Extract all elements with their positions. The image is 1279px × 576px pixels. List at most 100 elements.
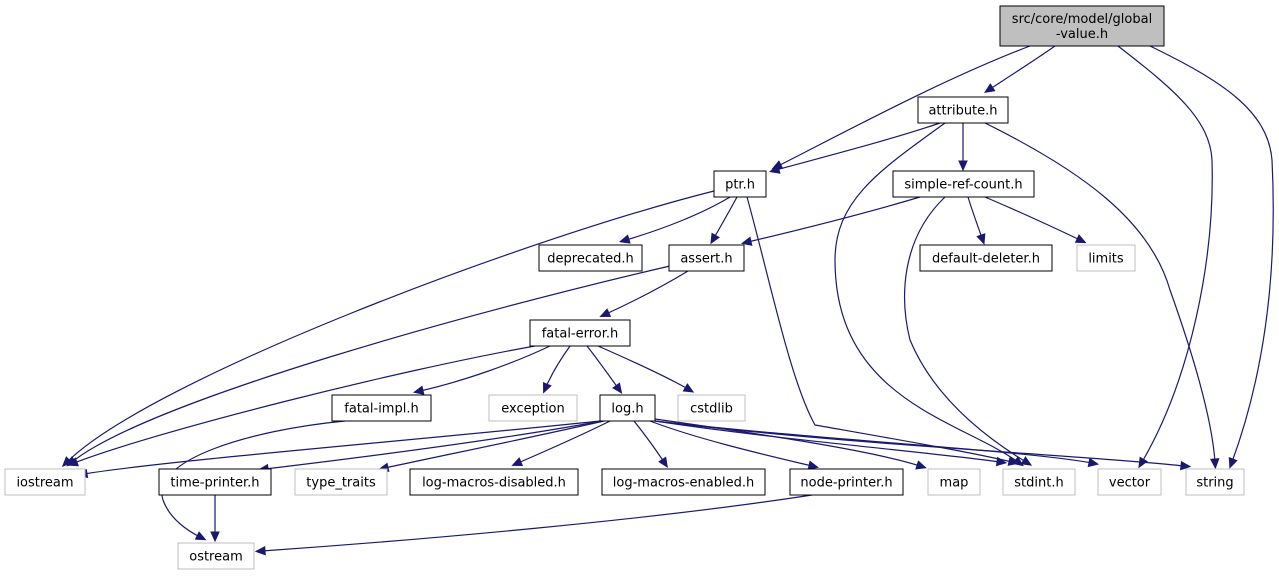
arrowhead-simple-ref-count-to-default-deleter: [976, 233, 986, 245]
node-stdint: stdint.h: [1002, 468, 1076, 496]
node-label: attribute.h: [928, 104, 997, 119]
edge-global-value-to-attribute: [989, 45, 1056, 90]
node-label: exception: [501, 402, 565, 417]
node-label: default-deleter.h: [932, 252, 1040, 267]
edge-global-value-to-vector: [1117, 45, 1213, 463]
edge-log-to-log-macros-disabled: [517, 420, 611, 464]
node-string: string: [1185, 468, 1245, 496]
node-fatal-error[interactable]: fatal-error.h: [529, 319, 631, 347]
arrowhead-log-to-vector: [1087, 457, 1100, 468]
node-box: [177, 542, 255, 570]
arrowhead-attribute-to-ptr: [769, 164, 781, 174]
edge-assert-to-iostream: [71, 265, 671, 463]
node-label: cstdlib: [690, 402, 733, 417]
node-deprecated[interactable]: deprecated.h: [538, 244, 643, 272]
edge-fatal-error-to-log: [586, 345, 619, 389]
node-label: deprecated.h: [547, 252, 633, 267]
node-box: [919, 244, 1053, 272]
node-label: assert.h: [680, 252, 732, 267]
edge-node-printer-to-ostream: [261, 494, 813, 552]
node-label: src/core/model/global: [1012, 12, 1152, 27]
edge-log-to-node-printer: [649, 420, 813, 467]
node-box: [601, 468, 766, 496]
arrowhead-ptr-to-assert: [710, 232, 720, 245]
edge-simple-ref-count-to-stdint: [904, 196, 1027, 463]
node-box: [1076, 244, 1136, 272]
arrowhead-simple-ref-count-to-stdint: [1020, 456, 1033, 466]
node-assert[interactable]: assert.h: [668, 244, 745, 272]
node-label: ostream: [189, 550, 243, 565]
edge-log-to-time-printer: [264, 420, 603, 470]
edge-fatal-error-to-exception: [545, 345, 571, 388]
node-box: [294, 468, 388, 496]
node-box: [331, 394, 432, 422]
node-type-traits: type_traits: [294, 468, 388, 496]
edge-simple-ref-count-to-default-deleter: [967, 196, 983, 239]
arrowhead-ptr-to-iostream: [61, 456, 73, 468]
node-box: [1097, 468, 1162, 496]
node-label: simple-ref-count.h: [904, 178, 1022, 193]
arrowhead-simple-ref-count-to-limits: [1074, 234, 1087, 244]
node-label: stdint.h: [1014, 476, 1063, 491]
node-label: fatal-impl.h: [344, 402, 418, 417]
node-box: [488, 394, 578, 422]
node-box: [1185, 468, 1245, 496]
node-box: [892, 170, 1035, 198]
node-node-printer[interactable]: node-printer.h: [789, 468, 904, 496]
arrowhead-fatal-error-to-fatal-impl: [412, 385, 425, 395]
node-box: [158, 468, 272, 496]
edges-layer: [61, 45, 1274, 556]
edge-ptr-to-iostream: [66, 190, 715, 463]
arrowhead-fatal-error-to-cstdlib: [682, 383, 695, 393]
arrowhead-ptr-to-deprecated: [619, 234, 631, 244]
arrowhead-fatal-error-to-iostream: [67, 457, 79, 467]
node-box: [599, 394, 656, 422]
arrowhead-node-printer-to-ostream: [254, 546, 266, 556]
node-ostream: ostream: [177, 542, 255, 570]
node-log-macros-enabled[interactable]: log-macros-enabled.h: [601, 468, 766, 496]
edge-fatal-error-to-iostream: [73, 345, 536, 464]
arrowhead-log-to-stdint: [995, 456, 1008, 467]
edge-global-value-to-string: [1149, 45, 1274, 463]
edge-fatal-error-to-fatal-impl: [419, 345, 551, 392]
node-simple-ref-count[interactable]: simple-ref-count.h: [892, 170, 1035, 198]
edge-global-value-to-ptr: [777, 45, 1031, 167]
edge-log-to-log-macros-enabled: [633, 420, 665, 463]
arrowhead-fatal-impl-to-ostream: [194, 531, 207, 541]
node-box: [677, 394, 746, 422]
arrowhead-attribute-to-string: [1210, 458, 1220, 470]
node-global-value[interactable]: src/core/model/global-value.h: [999, 5, 1165, 47]
node-attribute[interactable]: attribute.h: [917, 96, 1009, 124]
node-label: limits: [1088, 252, 1124, 267]
edge-log-to-type-traits: [384, 420, 605, 469]
node-box: [917, 96, 1009, 124]
node-label: ptr.h: [725, 178, 755, 193]
edge-log-to-stdint: [654, 420, 1001, 463]
node-limits: limits: [1076, 244, 1136, 272]
arrowhead-log-to-string: [1180, 460, 1192, 471]
edge-simple-ref-count-to-assert: [747, 196, 921, 243]
node-label: log-macros-enabled.h: [613, 476, 754, 491]
arrowhead-attribute-to-simple-ref-count: [958, 160, 968, 172]
node-fatal-impl[interactable]: fatal-impl.h: [331, 394, 432, 422]
edge-attribute-to-string: [984, 122, 1216, 463]
node-box: [1002, 468, 1076, 496]
node-log[interactable]: log.h: [599, 394, 656, 422]
edge-simple-ref-count-to-limits: [984, 196, 1081, 241]
node-cstdlib: cstdlib: [677, 394, 746, 422]
arrowhead-fatal-error-to-exception: [542, 381, 552, 394]
node-time-printer[interactable]: time-printer.h: [158, 468, 272, 496]
arrowhead-log-to-log-macros-enabled: [658, 456, 668, 469]
node-default-deleter[interactable]: default-deleter.h: [919, 244, 1053, 272]
node-box: [713, 170, 767, 198]
node-label: time-printer.h: [170, 476, 259, 491]
edge-log-to-string: [654, 420, 1185, 467]
node-log-macros-disabled[interactable]: log-macros-disabled.h: [409, 468, 579, 496]
node-ptr[interactable]: ptr.h: [713, 170, 767, 198]
arrowhead-ptr-to-stdint: [1007, 456, 1019, 466]
arrowhead-log-to-map: [915, 460, 927, 470]
node-label: map: [940, 476, 969, 491]
edge-ptr-to-deprecated: [625, 196, 731, 241]
